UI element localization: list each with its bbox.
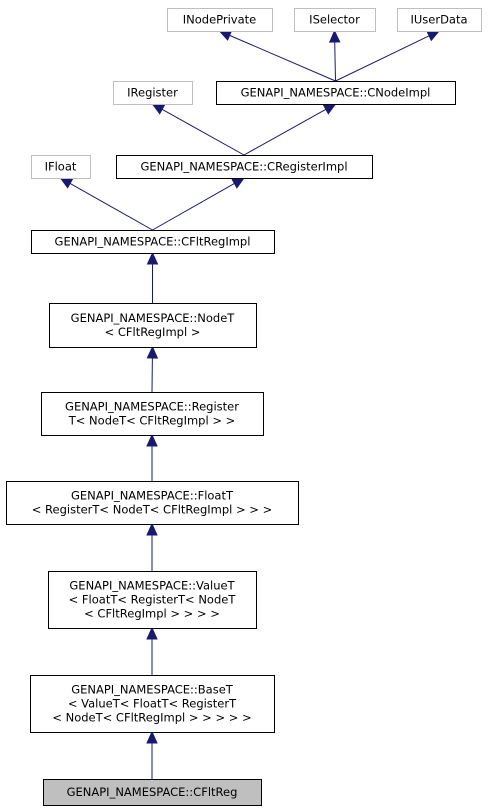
arrowhead-icon xyxy=(146,433,158,447)
arrowhead-icon xyxy=(146,522,158,536)
node-ifloat[interactable]: IFloat xyxy=(31,155,91,179)
node-box xyxy=(113,81,193,105)
node-box xyxy=(216,81,456,105)
edge-valuet-to-floatt xyxy=(146,522,158,571)
edge-line xyxy=(69,182,153,231)
edge-cfltregimpl-to-cregisterimpl xyxy=(152,177,246,231)
node-box xyxy=(43,779,262,806)
node-label-line: < CFltRegImpl > > > > xyxy=(84,607,220,621)
arrowhead-icon xyxy=(146,251,159,265)
edge-line xyxy=(243,108,327,156)
arrowhead-icon xyxy=(151,103,166,115)
node-label-line: IRegister xyxy=(127,86,178,100)
node-label-line: < NodeT< CFltRegImpl > > > > > xyxy=(52,711,251,725)
arrowhead-icon xyxy=(218,30,233,41)
arrowhead-icon xyxy=(426,30,441,42)
node-label-line: GENAPI_NAMESPACE::CRegisterImpl xyxy=(140,160,347,174)
edge-line xyxy=(335,35,430,82)
node-box xyxy=(31,230,275,254)
edge-baset-to-valuet xyxy=(146,626,158,675)
node-cnodeimpl[interactable]: GENAPI_NAMESPACE::CNodeImpl xyxy=(216,81,456,105)
node-label-line: GENAPI_NAMESPACE::FloatT xyxy=(71,489,234,503)
node-nodet[interactable]: GENAPI_NAMESPACE::NodeT< CFltRegImpl > xyxy=(49,303,257,348)
node-label-line: IFloat xyxy=(45,160,77,174)
node-box xyxy=(31,155,91,179)
arrowhead-icon xyxy=(59,177,74,189)
edge-cregisterimpl-to-cnodeimpl xyxy=(243,103,337,156)
node-box xyxy=(397,8,482,32)
node-label-line: GENAPI_NAMESPACE::Register xyxy=(65,400,239,414)
edge-line xyxy=(152,183,235,231)
node-inodeprivate[interactable]: INodePrivate xyxy=(167,8,273,32)
node-box xyxy=(49,303,257,348)
node-cregisterimpl[interactable]: GENAPI_NAMESPACE::CRegisterImpl xyxy=(116,155,373,179)
edge-cfltreg-to-baset xyxy=(146,730,158,779)
edge-cnodeimpl-to-iuserdata xyxy=(335,30,441,82)
node-box xyxy=(294,8,376,32)
node-cfltregimpl[interactable]: GENAPI_NAMESPACE::CFltRegImpl xyxy=(31,230,275,254)
node-iuserdata[interactable]: IUserData xyxy=(397,8,482,32)
arrowhead-icon xyxy=(146,730,158,744)
edge-line xyxy=(229,34,336,82)
node-iregister[interactable]: IRegister xyxy=(113,81,193,105)
edge-cnodeimpl-to-inodeprivate xyxy=(218,30,336,82)
arrowhead-icon xyxy=(328,29,341,43)
arrowhead-icon xyxy=(231,177,246,189)
node-floatt[interactable]: GENAPI_NAMESPACE::FloatT< RegisterT< Nod… xyxy=(6,481,299,525)
node-label-line: GENAPI_NAMESPACE::NodeT xyxy=(71,311,236,325)
node-box xyxy=(30,675,275,733)
node-label-line: GENAPI_NAMESPACE::ValueT xyxy=(69,579,235,593)
node-box xyxy=(6,481,299,525)
node-cfltreg: GENAPI_NAMESPACE::CFltReg xyxy=(43,779,262,806)
edge-floatt-to-registert xyxy=(146,433,158,481)
node-label-line: GENAPI_NAMESPACE::CNodeImpl xyxy=(241,86,431,100)
arrowhead-icon xyxy=(146,345,159,359)
node-label-line: < FloatT< RegisterT< NodeT xyxy=(69,593,237,607)
node-label-line: T< NodeT< CFltRegImpl > > xyxy=(68,414,236,428)
node-box xyxy=(48,571,257,629)
edge-cnodeimpl-to-iselector xyxy=(328,29,341,82)
node-label-line: < RegisterT< NodeT< CFltRegImpl > > > xyxy=(32,503,272,517)
node-label-line: < CFltRegImpl > xyxy=(105,325,201,339)
node-box xyxy=(167,8,273,32)
edge-line xyxy=(161,108,245,156)
edge-registert-to-nodet xyxy=(146,345,159,393)
node-valuet[interactable]: GENAPI_NAMESPACE::ValueT< FloatT< Regist… xyxy=(48,571,257,629)
node-box xyxy=(116,155,373,179)
edge-line xyxy=(334,41,336,82)
node-label-line: IUserData xyxy=(410,13,467,27)
node-label-line: ISelector xyxy=(309,13,360,27)
node-baset[interactable]: GENAPI_NAMESPACE::BaseT< ValueT< FloatT<… xyxy=(30,675,275,733)
node-label-line: GENAPI_NAMESPACE::CFltRegImpl xyxy=(55,235,251,249)
edge-nodet-to-cfltregimpl xyxy=(146,251,159,303)
node-label-line: GENAPI_NAMESPACE::CFltReg xyxy=(67,785,238,799)
arrowhead-icon xyxy=(146,626,158,640)
node-registert[interactable]: GENAPI_NAMESPACE::RegisterT< NodeT< CFlt… xyxy=(41,392,264,436)
node-iselector[interactable]: ISelector xyxy=(294,8,376,32)
node-label-line: < ValueT< FloatT< RegisterT xyxy=(68,697,237,711)
edge-cregisterimpl-to-iregister xyxy=(151,103,245,156)
node-box xyxy=(41,392,264,436)
arrowhead-icon xyxy=(322,103,337,115)
edge-cfltregimpl-to-ifloat xyxy=(59,177,153,231)
node-label-line: INodePrivate xyxy=(183,13,257,27)
node-label-line: GENAPI_NAMESPACE::BaseT xyxy=(71,683,234,697)
